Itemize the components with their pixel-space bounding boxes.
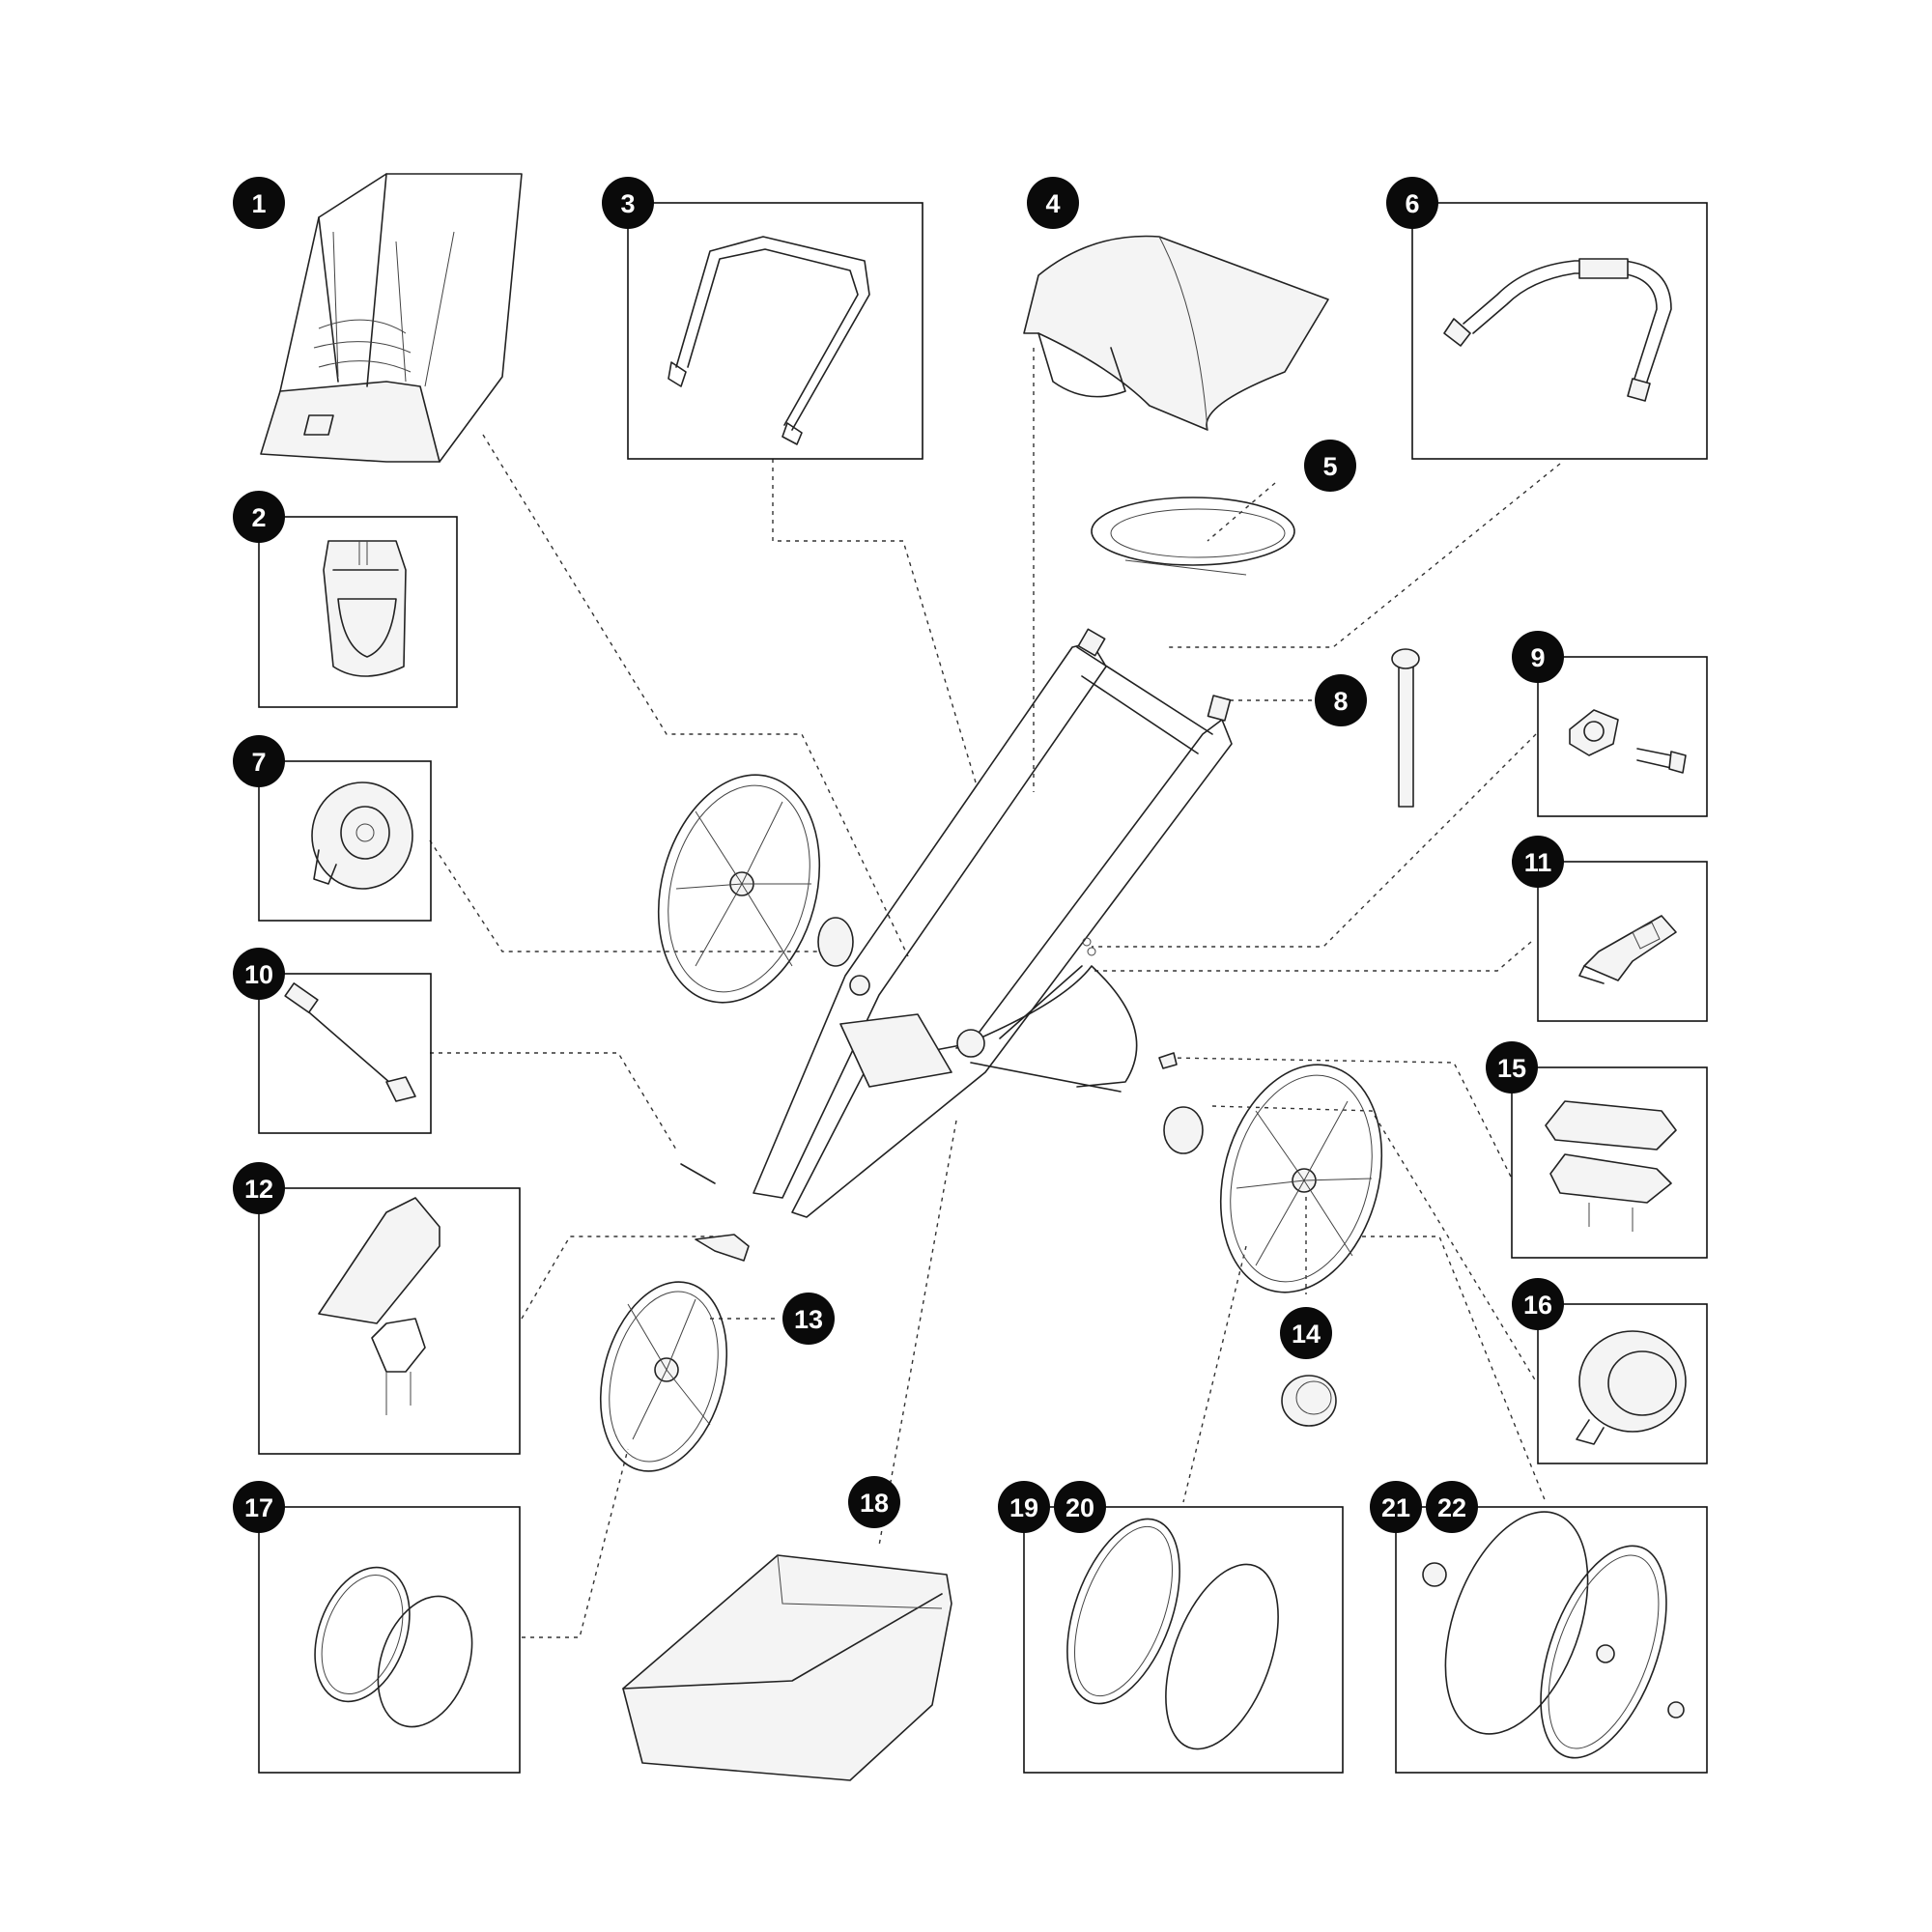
cap-drawing bbox=[1281, 1375, 1337, 1427]
frame-16 bbox=[1537, 1303, 1708, 1464]
fender-drawing bbox=[318, 1197, 440, 1415]
svg-text:18: 18 bbox=[860, 1489, 889, 1518]
svg-text:3: 3 bbox=[620, 189, 635, 218]
callout-19: 19 bbox=[998, 1481, 1050, 1533]
button-screw-drawing bbox=[1569, 709, 1687, 774]
frame-11 bbox=[1537, 861, 1708, 1022]
callout-2: 2 bbox=[233, 491, 285, 543]
canopy-frame-drawing bbox=[668, 236, 870, 445]
svg-text:17: 17 bbox=[244, 1493, 273, 1522]
frame-17 bbox=[258, 1506, 521, 1774]
callout-10: 10 bbox=[233, 948, 285, 1000]
callout-5: 5 bbox=[1304, 440, 1356, 492]
svg-text:12: 12 bbox=[244, 1175, 273, 1204]
svg-text:16: 16 bbox=[1523, 1291, 1552, 1320]
frame-3 bbox=[627, 202, 923, 460]
callout-14: 14 bbox=[1280, 1307, 1332, 1359]
svg-text:1: 1 bbox=[251, 189, 266, 218]
svg-text:21: 21 bbox=[1381, 1493, 1410, 1522]
brake-hub-drawing bbox=[1576, 1330, 1687, 1445]
callout-8: 8 bbox=[1315, 674, 1367, 726]
callout-13: 13 bbox=[782, 1293, 835, 1345]
handlebar-drawing bbox=[1443, 258, 1672, 402]
frame-2 bbox=[258, 516, 458, 708]
stroller-frame-drawing bbox=[753, 628, 1233, 1218]
callout-15: 15 bbox=[1486, 1041, 1538, 1094]
svg-text:14: 14 bbox=[1292, 1320, 1321, 1349]
callout-9: 9 bbox=[1512, 631, 1564, 683]
frame-7 bbox=[258, 760, 432, 922]
svg-text:6: 6 bbox=[1405, 189, 1419, 218]
frame-21-22 bbox=[1395, 1506, 1708, 1774]
svg-text:9: 9 bbox=[1530, 643, 1545, 672]
frame-6 bbox=[1411, 202, 1708, 460]
callout-4: 4 bbox=[1027, 177, 1079, 229]
svg-text:13: 13 bbox=[794, 1305, 823, 1334]
tire-tube-17-drawing bbox=[314, 1566, 473, 1728]
callout-7: 7 bbox=[233, 735, 285, 787]
svg-text:20: 20 bbox=[1065, 1493, 1094, 1522]
svg-text:19: 19 bbox=[1009, 1493, 1038, 1522]
svg-text:7: 7 bbox=[251, 748, 266, 777]
strap-drawing bbox=[1391, 648, 1420, 808]
svg-text:10: 10 bbox=[244, 960, 273, 989]
frame-19-20 bbox=[1023, 1506, 1344, 1774]
callout-18: 18 bbox=[848, 1476, 900, 1528]
basket-drawing bbox=[622, 1554, 952, 1781]
foot-plate-drawing bbox=[1545, 1100, 1677, 1232]
small-hardware-drawing bbox=[680, 937, 1096, 1262]
svg-text:4: 4 bbox=[1045, 189, 1060, 218]
hub-disc-drawing bbox=[311, 781, 413, 890]
callout-3: 3 bbox=[602, 177, 654, 229]
callout-17: 17 bbox=[233, 1481, 285, 1533]
callout-16: 16 bbox=[1512, 1278, 1564, 1330]
tire-tube-19-20-drawing bbox=[1066, 1518, 1279, 1750]
right-wheel-drawing bbox=[1158, 1052, 1383, 1293]
axle-drawing bbox=[284, 982, 416, 1102]
callout-22: 22 bbox=[1426, 1481, 1478, 1533]
leader-lines bbox=[429, 348, 1561, 1638]
canopy-drawing bbox=[1023, 235, 1329, 431]
svg-text:11: 11 bbox=[1524, 848, 1552, 877]
callout-11: 11 bbox=[1512, 836, 1564, 888]
callout-21: 21 bbox=[1370, 1481, 1422, 1533]
frame-15 bbox=[1511, 1066, 1708, 1259]
callout-12: 12 bbox=[233, 1162, 285, 1214]
frame-9 bbox=[1537, 656, 1708, 817]
svg-text:22: 22 bbox=[1437, 1493, 1466, 1522]
callout-1: 1 bbox=[233, 177, 285, 229]
small-wheel-drawing bbox=[599, 1281, 728, 1472]
svg-text:2: 2 bbox=[251, 503, 266, 532]
callout-20: 20 bbox=[1054, 1481, 1106, 1533]
frame-12 bbox=[258, 1187, 521, 1455]
frame-10 bbox=[258, 973, 432, 1134]
svg-text:5: 5 bbox=[1322, 452, 1337, 481]
part-frames bbox=[258, 202, 1708, 1774]
cable-coil-drawing bbox=[1091, 497, 1295, 576]
callout-badges: 1 2 3 4 5 6 7 8 9 10 11 12 13 14 15 16 1… bbox=[233, 177, 1564, 1533]
wheel-tire-21-22-drawing bbox=[1422, 1511, 1685, 1759]
left-wheel-drawing bbox=[657, 774, 854, 1004]
clip-drawing bbox=[1578, 915, 1677, 984]
callout-6: 6 bbox=[1386, 177, 1438, 229]
pad-drawing bbox=[323, 540, 407, 677]
svg-text:8: 8 bbox=[1333, 687, 1348, 716]
svg-text:15: 15 bbox=[1497, 1054, 1526, 1083]
seat-drawing bbox=[260, 173, 523, 463]
